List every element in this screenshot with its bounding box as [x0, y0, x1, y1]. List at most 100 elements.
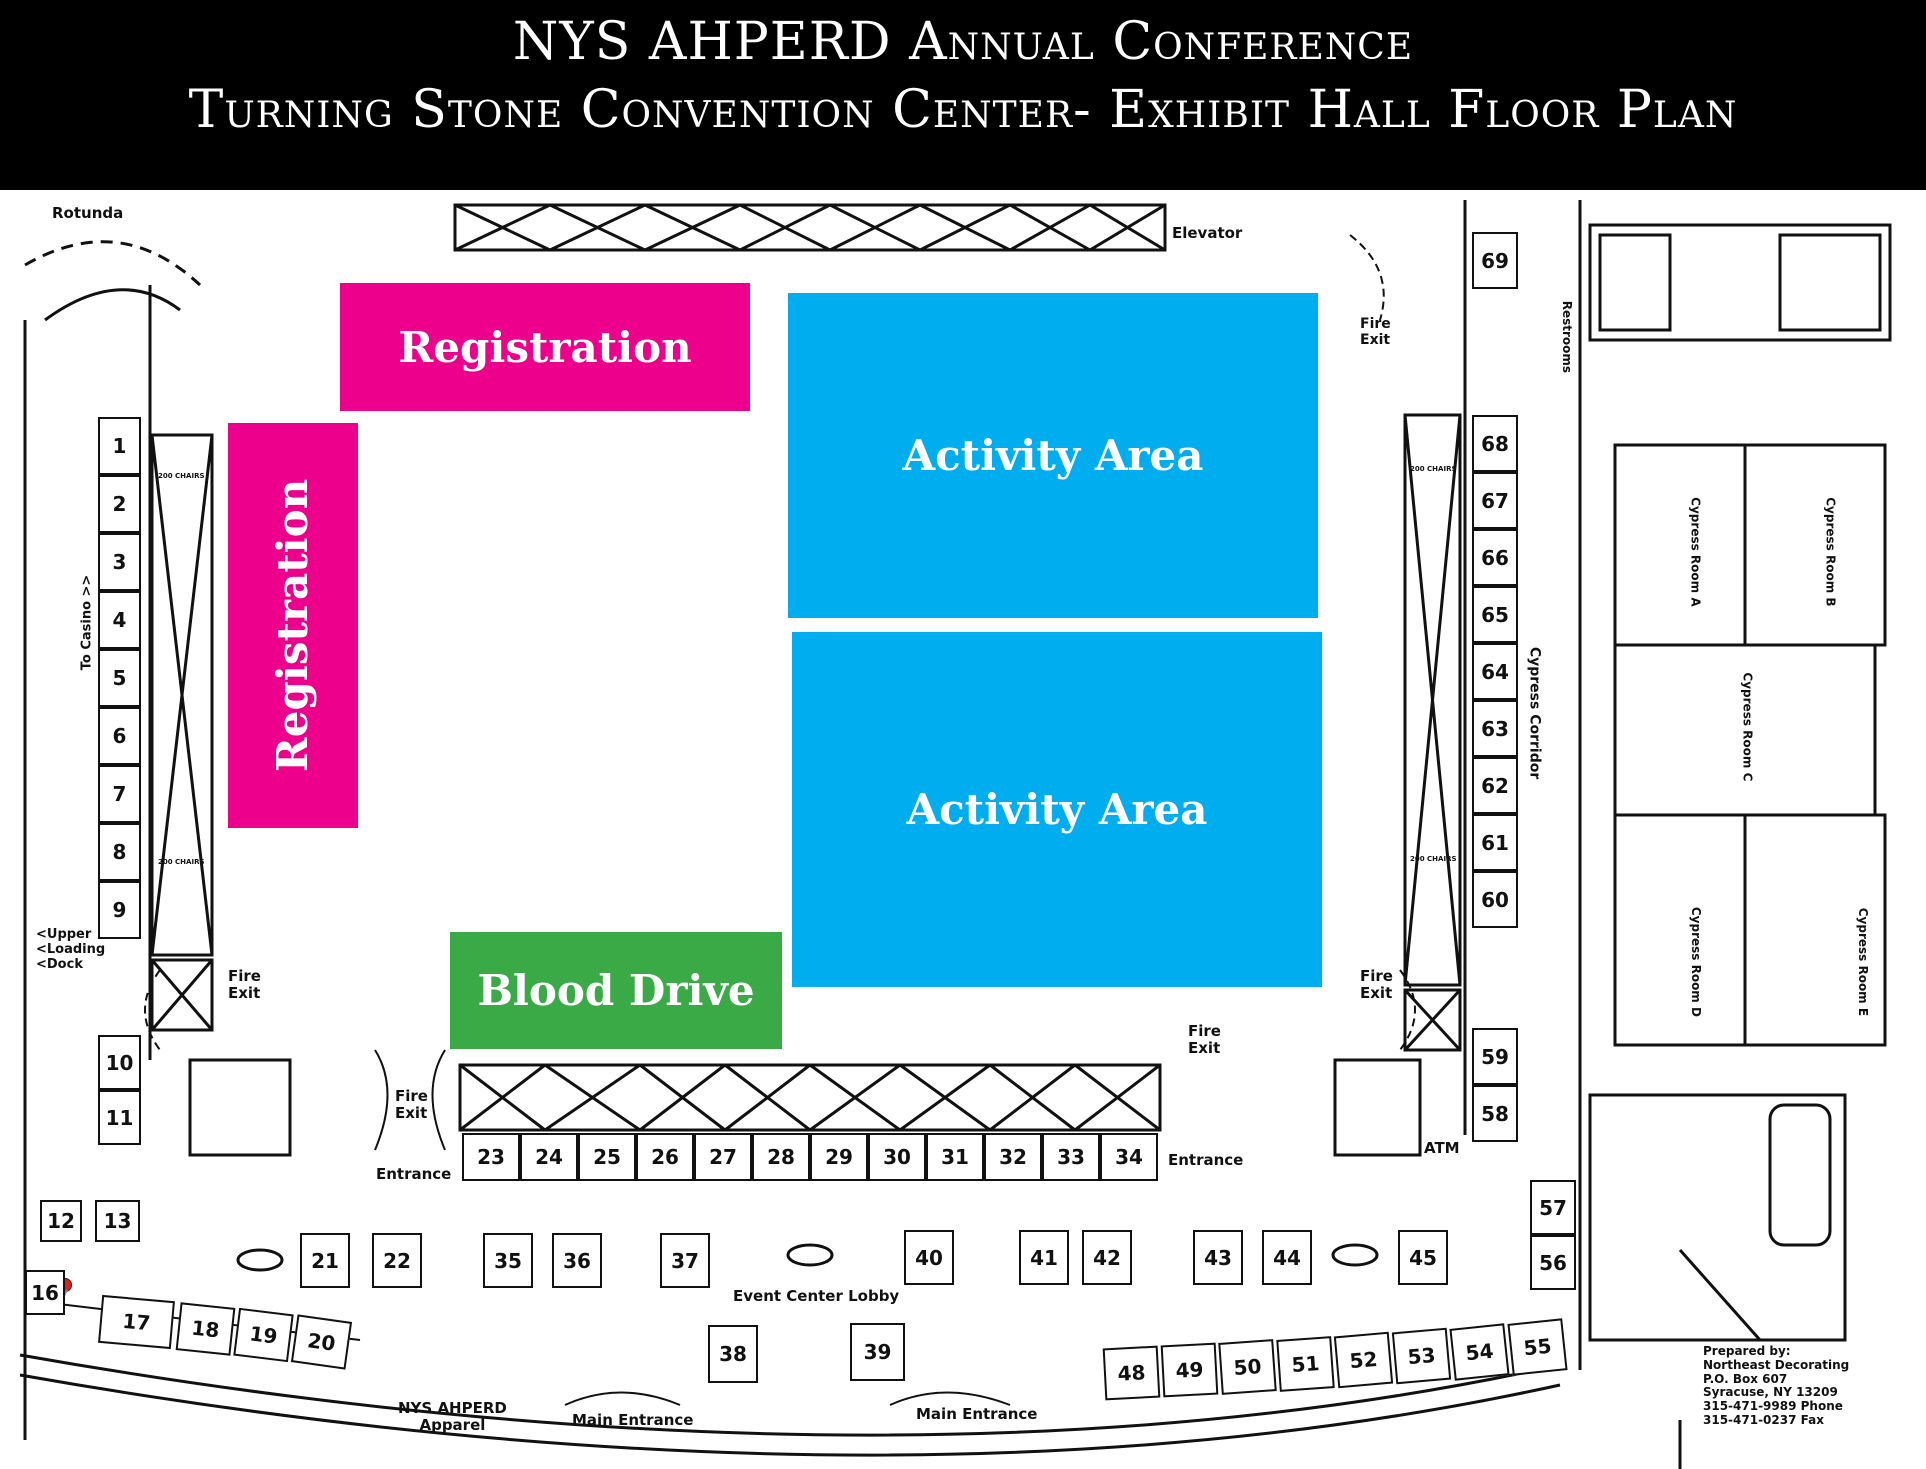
booth-11[interactable]: 11	[98, 1090, 141, 1145]
booth-3[interactable]: 3	[98, 533, 141, 591]
booth-27[interactable]: 27	[694, 1133, 752, 1181]
blood-drive-label: Blood Drive	[477, 966, 755, 1015]
cypress-room-c-label: Cypress Room C	[1740, 672, 1755, 782]
booth-18[interactable]: 18	[175, 1302, 236, 1356]
booth-41[interactable]: 41	[1019, 1230, 1069, 1285]
booth-19[interactable]: 19	[233, 1307, 294, 1363]
booth-21[interactable]: 21	[300, 1233, 350, 1288]
booth-7[interactable]: 7	[98, 765, 141, 823]
title-line-2: Turning Stone Convention Center- Exhibit…	[188, 80, 1738, 140]
booth-26[interactable]: 26	[636, 1133, 694, 1181]
booth-55[interactable]: 55	[1507, 1318, 1568, 1376]
booth-24[interactable]: 24	[520, 1133, 578, 1181]
booth-16[interactable]: 16	[25, 1270, 65, 1315]
booth-52[interactable]: 52	[1333, 1331, 1394, 1389]
booth-68[interactable]: 68	[1472, 415, 1518, 472]
booth-1[interactable]: 1	[98, 417, 141, 475]
booth-61[interactable]: 61	[1472, 814, 1518, 871]
cypress-room-b-label: Cypress Room B	[1823, 497, 1838, 607]
booth-6[interactable]: 6	[98, 707, 141, 765]
prepared-by-line-1: Prepared by:	[1703, 1344, 1791, 1358]
booth-42[interactable]: 42	[1082, 1230, 1132, 1285]
prepared-by-block: Prepared by: Northeast Decorating P.O. B…	[1703, 1344, 1850, 1428]
booth-28[interactable]: 28	[752, 1133, 810, 1181]
booth-62[interactable]: 62	[1472, 757, 1518, 814]
fire-exit-label-top-right: Fire Exit	[1360, 316, 1391, 349]
rotunda-label: Rotunda	[52, 204, 124, 222]
activity-area-2-label: Activity Area	[906, 785, 1208, 834]
booth-12[interactable]: 12	[40, 1200, 82, 1242]
booth-10[interactable]: 10	[98, 1035, 141, 1090]
booth-29[interactable]: 29	[810, 1133, 868, 1181]
upper-loading-dock-label: <Upper <Loading <Dock	[36, 927, 105, 973]
booth-5[interactable]: 5	[98, 649, 141, 707]
title-bar: NYS AHPERD Annual Conference Turning Sto…	[0, 0, 1926, 190]
booth-25[interactable]: 25	[578, 1133, 636, 1181]
booth-39[interactable]: 39	[850, 1323, 905, 1381]
upper-label: <Upper	[36, 927, 92, 942]
booth-57[interactable]: 57	[1530, 1180, 1576, 1235]
booth-69[interactable]: 69	[1472, 232, 1518, 289]
booth-44[interactable]: 44	[1262, 1230, 1312, 1285]
activity-area-2: Activity Area	[792, 632, 1322, 987]
fire-exit-label-bottom-left: Fire Exit	[395, 1087, 428, 1123]
booth-48[interactable]: 48	[1102, 1345, 1161, 1401]
main-entrance-label-right: Main Entrance	[916, 1405, 1038, 1423]
prepared-by-line-2: Northeast Decorating	[1703, 1357, 1850, 1372]
booth-4[interactable]: 4	[98, 591, 141, 649]
elevator-label: Elevator	[1172, 224, 1243, 242]
event-center-lobby-label: Event Center Lobby	[733, 1287, 900, 1305]
booth-56[interactable]: 56	[1530, 1235, 1576, 1290]
booth-45[interactable]: 45	[1398, 1230, 1448, 1285]
to-casino-label: To Casino >>	[79, 574, 95, 671]
atm-label: ATM	[1424, 1139, 1460, 1157]
booth-58[interactable]: 58	[1472, 1085, 1518, 1142]
booth-34[interactable]: 34	[1100, 1133, 1158, 1181]
cypress-corridor-label: Cypress Corridor	[1526, 646, 1543, 780]
booth-38[interactable]: 38	[708, 1325, 758, 1383]
nys-ahperd-apparel-label: NYS AHPERD Apparel	[398, 1399, 507, 1435]
booth-49[interactable]: 49	[1160, 1342, 1219, 1398]
booth-13[interactable]: 13	[95, 1200, 140, 1242]
fire-exit-label-bottom-right: Fire Exit	[1188, 1022, 1221, 1058]
booth-67[interactable]: 67	[1472, 472, 1518, 529]
chairs-label-right-bottom: 200 CHAIRS	[1410, 855, 1457, 863]
prepared-by-line-6: 315-471-0237 Fax	[1703, 1412, 1824, 1427]
booth-17[interactable]: 17	[98, 1294, 175, 1350]
booth-32[interactable]: 32	[984, 1133, 1042, 1181]
booth-8[interactable]: 8	[98, 823, 141, 881]
booth-20[interactable]: 20	[290, 1314, 353, 1370]
registration-area-side: Registration	[228, 423, 358, 828]
cypress-room-e-label: Cypress Room E	[1856, 907, 1871, 1017]
registration-label-top: Registration	[398, 322, 692, 372]
booth-40[interactable]: 40	[904, 1230, 954, 1285]
booth-36[interactable]: 36	[552, 1233, 602, 1288]
booth-35[interactable]: 35	[483, 1233, 533, 1288]
entrance-label-left: Entrance	[376, 1165, 452, 1183]
booth-23[interactable]: 23	[462, 1133, 520, 1181]
floor-plan: Registration Registration Activity Area …	[0, 190, 1926, 1469]
booth-43[interactable]: 43	[1193, 1230, 1243, 1285]
activity-area-1-label: Activity Area	[902, 431, 1204, 480]
booth-9[interactable]: 9	[98, 881, 141, 939]
booth-53[interactable]: 53	[1391, 1327, 1452, 1385]
booth-30[interactable]: 30	[868, 1133, 926, 1181]
booth-50[interactable]: 50	[1218, 1339, 1277, 1395]
booth-33[interactable]: 33	[1042, 1133, 1100, 1181]
booth-51[interactable]: 51	[1276, 1336, 1335, 1392]
registration-area-top: Registration	[340, 283, 750, 411]
booth-64[interactable]: 64	[1472, 643, 1518, 700]
booth-63[interactable]: 63	[1472, 700, 1518, 757]
booth-59[interactable]: 59	[1472, 1028, 1518, 1085]
booth-65[interactable]: 65	[1472, 586, 1518, 643]
fire-exit-label-left: Fire Exit	[228, 967, 261, 1003]
booth-37[interactable]: 37	[660, 1233, 710, 1288]
booth-22[interactable]: 22	[372, 1233, 422, 1288]
booth-54[interactable]: 54	[1449, 1323, 1510, 1381]
booth-60[interactable]: 60	[1472, 871, 1518, 928]
booth-66[interactable]: 66	[1472, 529, 1518, 586]
cypress-room-a-label: Cypress Room A	[1688, 497, 1703, 607]
booth-31[interactable]: 31	[926, 1133, 984, 1181]
dock-label: <Dock	[36, 956, 83, 972]
booth-2[interactable]: 2	[98, 475, 141, 533]
